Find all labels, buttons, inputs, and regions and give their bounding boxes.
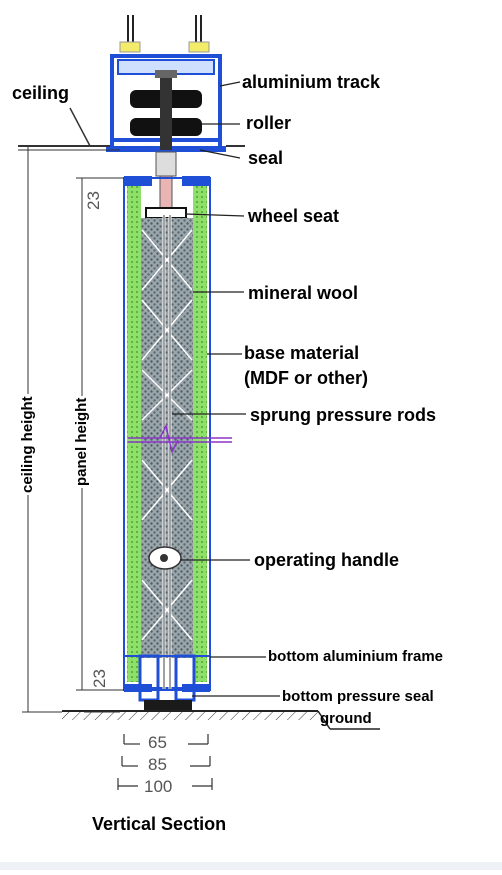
label-aluminium-track: aluminium track <box>242 72 381 92</box>
label-ground: ground <box>320 710 372 727</box>
bottom-pressure-seal <box>144 700 192 710</box>
label-top-clearance: 23 <box>84 191 103 210</box>
diagram-caption: Vertical Section <box>92 814 227 834</box>
label-width-100: 100 <box>144 777 173 796</box>
label-wheel-seat: wheel seat <box>248 206 340 226</box>
label-width-85: 85 <box>148 755 167 774</box>
footer-strip <box>0 862 502 870</box>
label-base-material-detail: (MDF or other) <box>244 368 368 388</box>
label-panel-height: panel height <box>73 395 90 488</box>
label-ceiling-height: ceiling height <box>19 394 36 495</box>
suspension-rods <box>119 15 210 53</box>
label-width-65: 65 <box>148 733 167 752</box>
operating-handle <box>148 546 182 570</box>
label-sprung-pressure-rods: sprung pressure rods <box>250 405 437 425</box>
width-dimensions <box>117 734 213 790</box>
label-seal: seal <box>248 148 284 168</box>
roller <box>130 70 202 150</box>
label-bottom-aluminium-frame: bottom aluminium frame <box>268 648 444 665</box>
label-operating-handle: operating handle <box>254 550 400 570</box>
label-bottom-pressure-seal: bottom pressure seal <box>282 688 434 705</box>
label-bottom-clearance: 23 <box>90 669 109 688</box>
clearance-ticks <box>84 149 120 713</box>
x-braces <box>141 229 193 641</box>
wheel-seat <box>145 151 187 219</box>
label-base-material: base material <box>244 343 360 363</box>
break-line <box>128 423 232 455</box>
label-ceiling: ceiling <box>12 83 70 103</box>
label-mineral-wool: mineral wool <box>248 283 359 303</box>
sprung-pressure-rods <box>162 215 172 690</box>
ground-line <box>62 710 380 730</box>
leader-lines <box>172 81 280 697</box>
label-roller: roller <box>246 113 292 133</box>
